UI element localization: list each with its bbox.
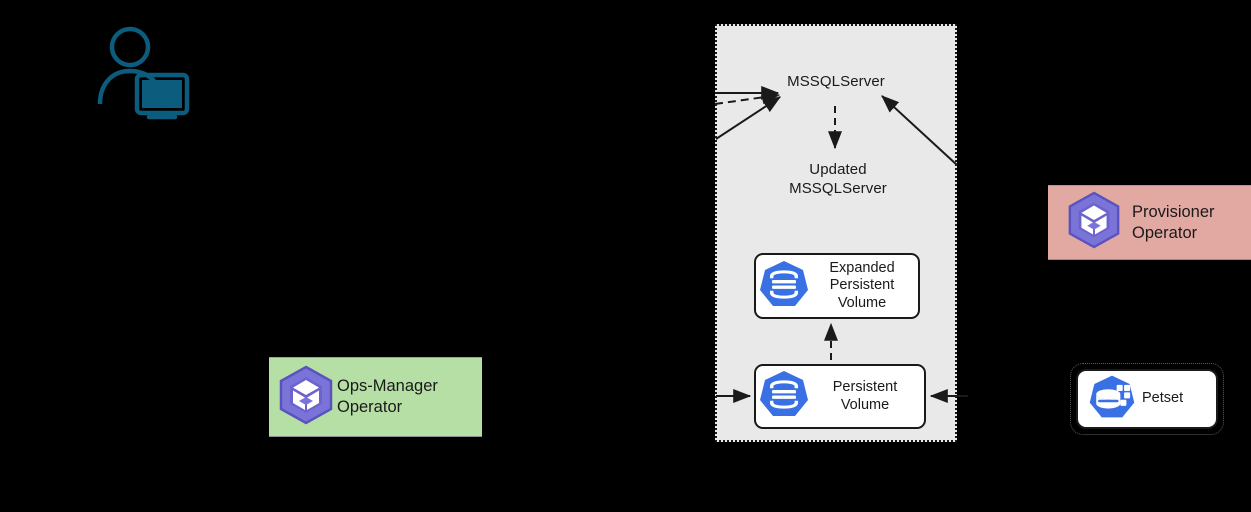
ops-manager-operator-label: Ops-Manager Operator — [337, 377, 438, 416]
expanded-persistent-volume-node[interactable]: Expanded Persistent Volume — [754, 253, 920, 319]
mssqlserver-label: MSSQLServer — [787, 73, 885, 90]
petset-selection-halo — [1070, 363, 1224, 435]
expanded-persistent-volume-label: Expanded Persistent Volume — [829, 259, 895, 311]
updated-mssqlserver-label: Updated MSSQLServer — [789, 161, 887, 197]
ops-manager-operator-node[interactable]: Ops-Manager Operator — [269, 357, 482, 437]
provisioner-operator-node[interactable]: Provisioner Operator — [1048, 185, 1251, 260]
operator-cube-icon — [277, 364, 335, 431]
persistent-volume-label: Persistent Volume — [832, 379, 898, 413]
kubernetes-petset-icon — [1086, 372, 1138, 427]
provisioner-operator-label: Provisioner Operator — [1132, 202, 1215, 242]
petset-node[interactable]: Petset — [1076, 369, 1218, 429]
operator-cube-icon — [1066, 190, 1122, 255]
kubernetes-persistent-volume-icon — [756, 368, 812, 425]
kubernetes-persistent-volume-icon — [756, 258, 812, 315]
petset-label: Petset — [1142, 390, 1184, 407]
persistent-volume-node[interactable]: Persistent Volume — [754, 364, 926, 429]
user-with-monitor-icon — [96, 26, 192, 120]
